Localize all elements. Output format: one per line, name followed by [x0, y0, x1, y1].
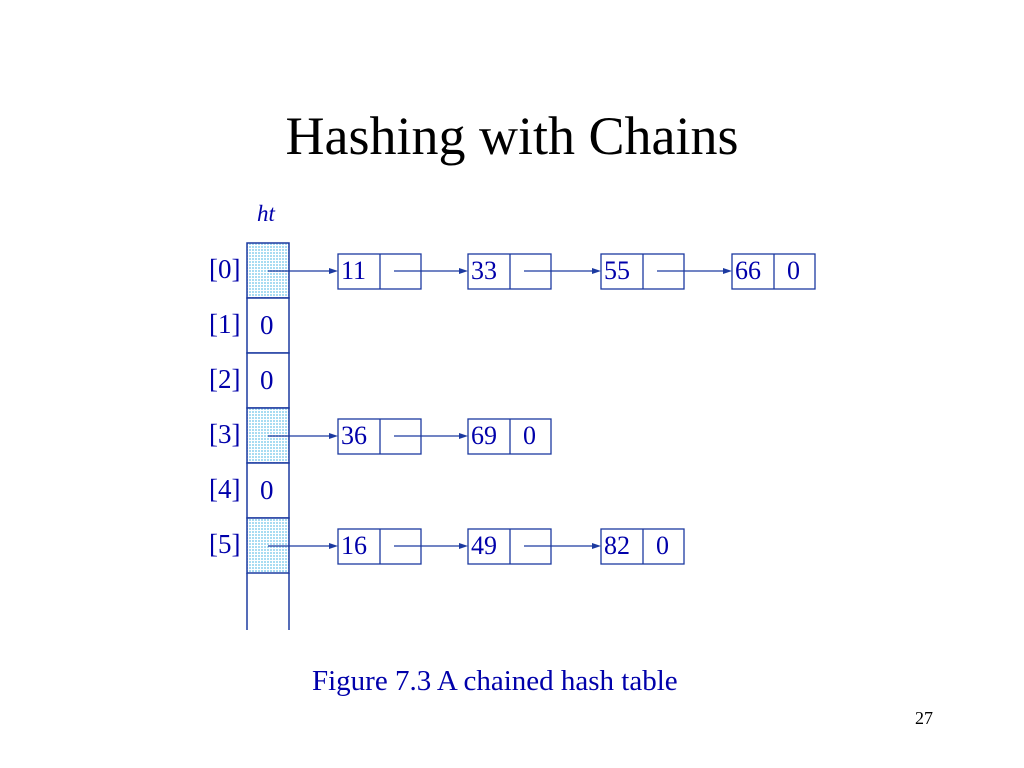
table-label: ht [257, 201, 276, 226]
bucket-cell-1 [246, 297, 290, 354]
chain-value-5-1: 49 [471, 531, 497, 560]
bucket-index-2: [2] [209, 364, 240, 394]
chain-value-0-1: 33 [471, 256, 497, 285]
chain-value-3-0: 36 [341, 421, 367, 450]
link-arrow-0-1-head [592, 268, 601, 274]
bucket-cell-2 [246, 352, 290, 409]
chain-end-0: 0 [787, 256, 800, 285]
link-arrow-0-0-head [459, 268, 468, 274]
chain-value-0-2: 55 [604, 256, 630, 285]
chain-value-0-3: 66 [735, 256, 761, 285]
bucket-index-3: [3] [209, 419, 240, 449]
bucket-null-4: 0 [260, 475, 274, 505]
chain-end-3: 0 [523, 421, 536, 450]
link-arrow-3-0-head [459, 433, 468, 439]
bucket-index-1: [1] [209, 309, 240, 339]
chain-value-5-0: 16 [341, 531, 367, 560]
figure-caption: Figure 7.3 A chained hash table [312, 665, 678, 697]
pointer-arrow-5-head [329, 543, 338, 549]
chain-end-5: 0 [656, 531, 669, 560]
bucket-index-4: [4] [209, 474, 240, 504]
link-arrow-0-2-head [723, 268, 732, 274]
bucket-index-5: [5] [209, 529, 240, 559]
bucket-null-2: 0 [260, 365, 274, 395]
slide-title: Hashing with Chains [285, 106, 739, 166]
link-arrow-5-1-head [592, 543, 601, 549]
chain-value-5-2: 82 [604, 531, 630, 560]
chain-value-0-0: 11 [341, 256, 366, 285]
page-number: 27 [915, 708, 933, 728]
chain-value-3-1: 69 [471, 421, 497, 450]
bucket-index-0: [0] [209, 254, 240, 284]
pointer-arrow-0-head [329, 268, 338, 274]
bucket-null-1: 0 [260, 310, 274, 340]
link-arrow-5-0-head [459, 543, 468, 549]
pointer-arrow-3-head [329, 433, 338, 439]
